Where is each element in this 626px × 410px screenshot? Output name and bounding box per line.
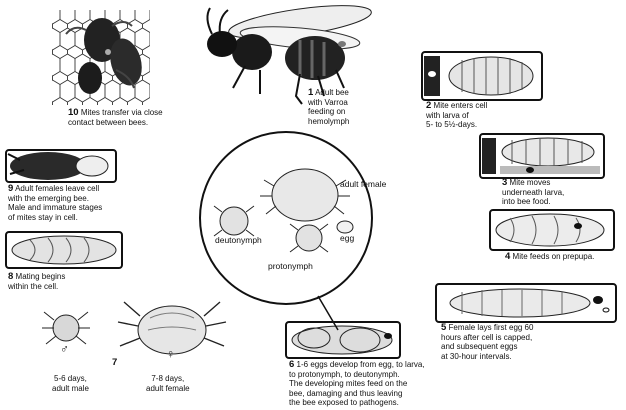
female-mite-caption: 7-8 days, adult female — [146, 374, 190, 393]
step-8-caption: 8 Mating begins within the cell. — [8, 272, 65, 291]
male-mite-caption: 5-6 days, adult male — [52, 374, 89, 393]
step-4-caption: 4 Mite feeds on prepupa. — [505, 252, 594, 262]
honeycomb-bees-illustration — [52, 10, 150, 105]
cell-step-5-illustration — [436, 284, 616, 322]
female-symbol: ♀ — [166, 350, 175, 360]
label-adult-female: adult female — [340, 180, 386, 190]
step-5-caption: 5 Female lays first egg 60 hours after c… — [441, 323, 533, 361]
cell-step-4-illustration — [490, 210, 614, 250]
cell-step-2-illustration — [422, 52, 542, 100]
label-egg: egg — [340, 234, 354, 244]
step-1-caption: 1 Adult bee with Varroa feeding on hemol… — [308, 88, 349, 126]
cell-step-9-illustration — [6, 150, 116, 182]
step-7-caption: 7 — [112, 358, 117, 368]
label-protonymph: protonymph — [268, 262, 313, 272]
step-10-caption: 10 Mites transfer via close contact betw… — [68, 108, 163, 127]
label-deutonymph: deutonymph — [215, 236, 262, 246]
male-symbol: ♂ — [60, 345, 69, 355]
cell-step-6-illustration — [286, 322, 400, 358]
cell-step-3-illustration — [480, 134, 604, 178]
step-9-caption: 9 Adult females leave cell with the emer… — [8, 184, 102, 222]
step-2-caption: 2 Mite enters cell with larva of 5- to 5… — [426, 101, 487, 130]
cell-step-8-illustration — [6, 232, 122, 268]
mites-step-7-illustration — [42, 302, 226, 354]
step-6-caption: 6 1-6 eggs develop from egg, to larva, t… — [289, 360, 425, 408]
developmental-stages-circle — [200, 132, 372, 304]
step-3-caption: 3 Mite moves underneath larva, into bee … — [502, 178, 564, 207]
